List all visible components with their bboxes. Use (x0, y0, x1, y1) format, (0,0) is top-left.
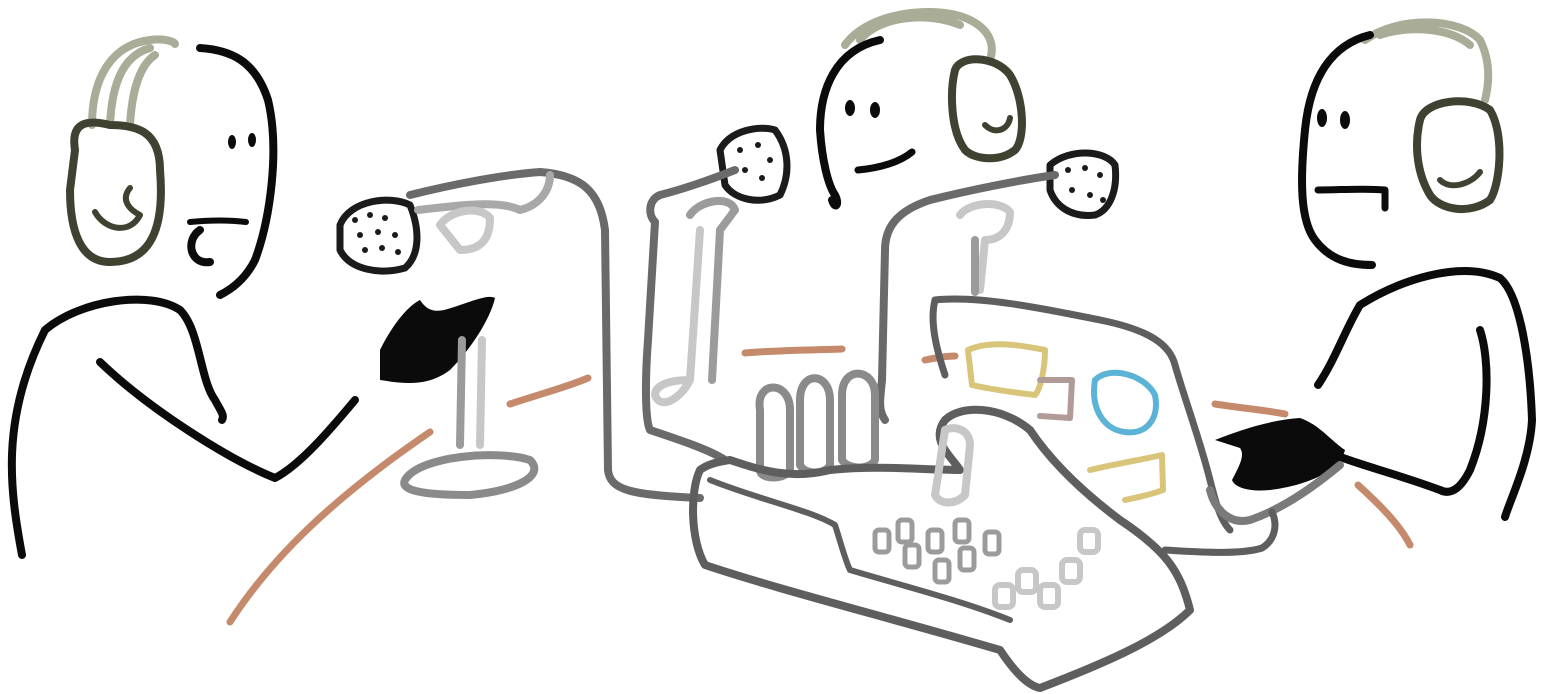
desk-cable (1161, 508, 1279, 556)
mic-mount (956, 200, 1014, 294)
chin (187, 226, 214, 267)
mouth (1314, 185, 1389, 212)
eye (1340, 111, 1350, 129)
console-handle (931, 424, 974, 507)
eye (228, 135, 236, 149)
sticky-notes (965, 341, 1166, 503)
console-faders (992, 527, 1101, 610)
mic-head-icon (336, 196, 421, 275)
body (1314, 267, 1536, 521)
console-outline (689, 405, 1194, 692)
mic-boom-arm (876, 171, 1059, 424)
hand (1215, 418, 1345, 491)
headset-mic-icon (982, 115, 1013, 134)
head (196, 44, 278, 299)
note-yellow-line (1087, 452, 1166, 503)
mic-mount (436, 206, 494, 254)
headset-earcup-icon (1413, 97, 1504, 214)
right-person (1206, 18, 1536, 525)
left-person (7, 35, 495, 559)
mic-stand-pole (686, 196, 739, 384)
headset-earcup-icon (66, 118, 165, 266)
mixing-console (689, 295, 1234, 692)
cable-plugs (755, 369, 879, 482)
mic-stand-pole (651, 226, 704, 407)
mic-grille-icon (352, 212, 401, 255)
mic-boom-arm (641, 166, 739, 464)
headset-band-icon (841, 8, 996, 64)
body (7, 295, 227, 559)
hand (380, 296, 495, 383)
note-yellow (965, 341, 1048, 398)
mouth (187, 217, 249, 225)
cable (1206, 461, 1344, 525)
mic-stand-pole (476, 336, 486, 449)
headset-earcup-icon (948, 55, 1026, 163)
mic-head-icon (716, 124, 791, 204)
eye (1317, 109, 1327, 127)
head (816, 36, 884, 210)
headset-mic-icon (1437, 169, 1483, 189)
mic-boom-arm-lower (414, 171, 554, 214)
headset-band-icon (1361, 18, 1493, 104)
mouth (854, 148, 916, 174)
mic-stand-pole (456, 336, 466, 449)
center-microphone-right (876, 149, 1120, 424)
head (1298, 31, 1376, 269)
eye (845, 100, 855, 116)
console-panel (931, 295, 1234, 534)
center-microphone-left (641, 124, 791, 464)
mic-grille-icon (737, 142, 773, 181)
eye (870, 102, 880, 118)
console-panel-left (929, 296, 949, 379)
headset-mic-icon (92, 185, 143, 231)
mic-head-icon (1046, 149, 1120, 219)
arm (96, 358, 359, 482)
console-knobs (872, 517, 1002, 585)
mic-grille-icon (1065, 165, 1106, 203)
eye (248, 133, 256, 147)
note-blue (1091, 369, 1159, 436)
note-mauve (1037, 377, 1075, 421)
mic-stand-base (400, 451, 539, 499)
mic-boom-arm (406, 168, 704, 502)
console-inner-edge (707, 477, 1013, 623)
left-microphone (336, 168, 704, 502)
headset-band-icon (88, 35, 179, 129)
center-person (816, 8, 1026, 210)
arm (1331, 326, 1491, 496)
